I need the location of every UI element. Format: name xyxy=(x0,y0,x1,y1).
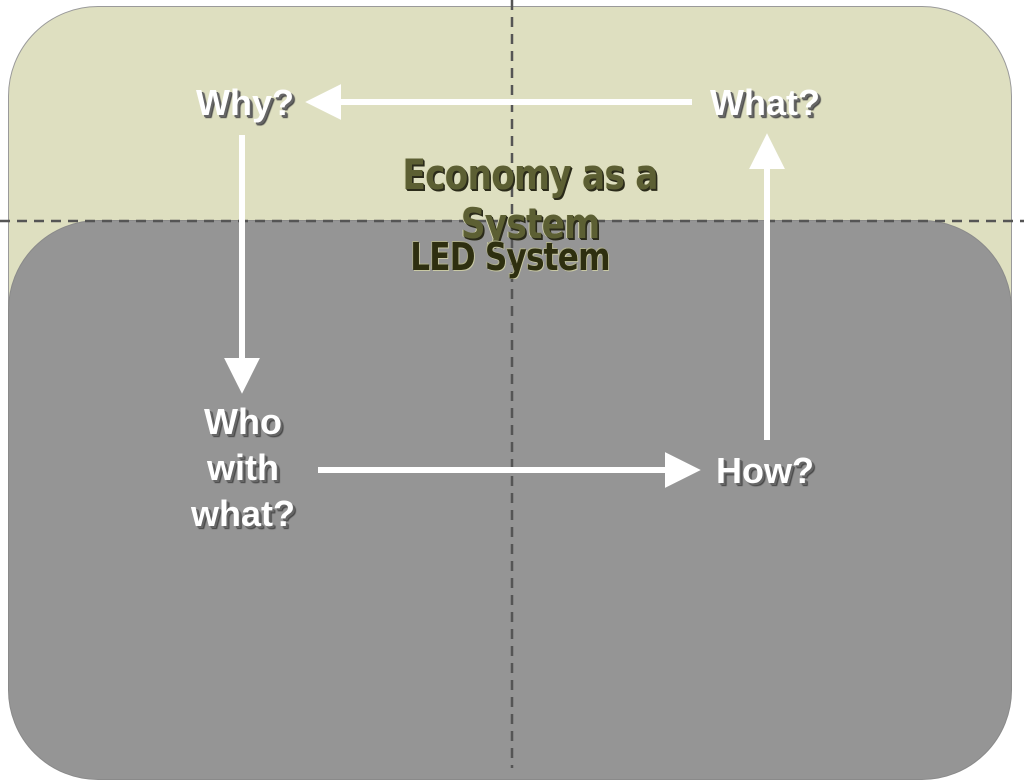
node-who-line-1: Who xyxy=(204,401,282,442)
diagram-title: Economy as a System xyxy=(402,150,658,248)
node-who-line-3: what? xyxy=(191,493,295,535)
node-why: Why? xyxy=(196,82,294,123)
node-how: How? xyxy=(716,450,814,491)
led-system-panel xyxy=(8,220,1012,780)
diagram-subtitle: LED System xyxy=(410,235,610,279)
node-what: What? xyxy=(710,82,820,123)
node-who-line-2: with xyxy=(207,447,279,489)
node-who-with-what: Who with what? xyxy=(163,399,323,537)
